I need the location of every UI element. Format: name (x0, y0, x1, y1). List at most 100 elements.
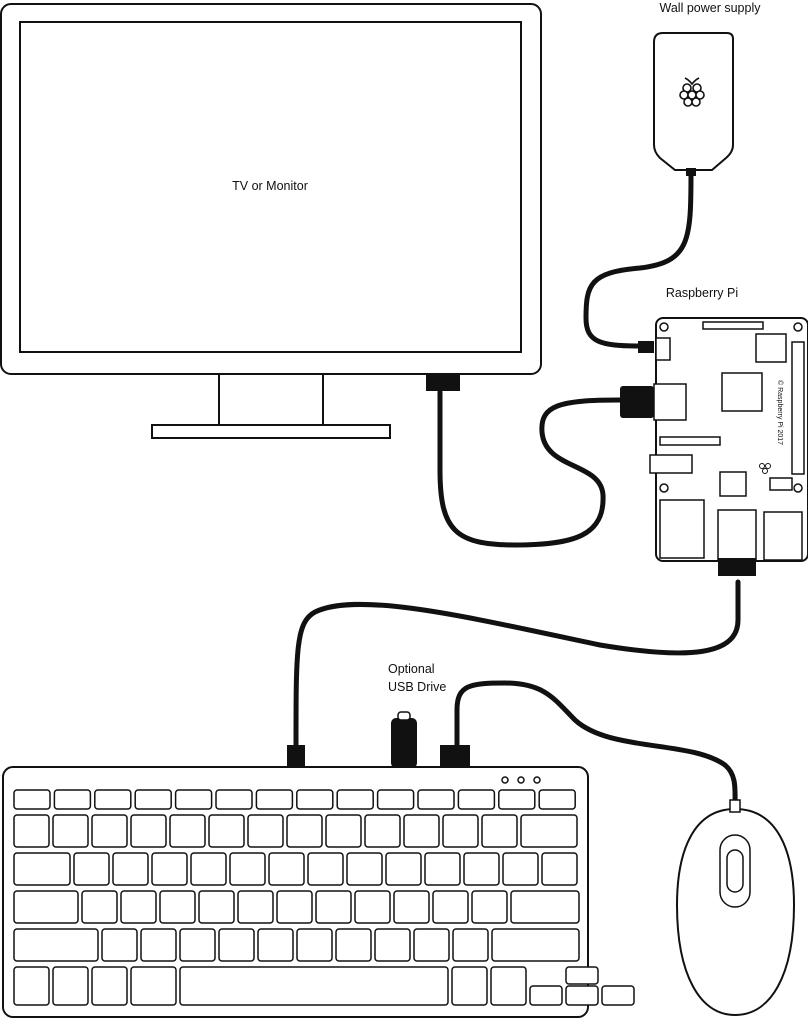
keyboard-key (91, 966, 128, 1006)
keyboard-key (565, 985, 599, 1006)
keyboard-key (276, 890, 313, 924)
keyboard-key (471, 890, 508, 924)
keyboard-key (296, 789, 334, 810)
keyboard-key (81, 890, 118, 924)
keyboard-key (296, 928, 333, 962)
mouse-scroll-wheel (726, 849, 744, 893)
keyboard-key (130, 814, 167, 848)
keyboard-key (13, 890, 79, 924)
chip-small (755, 333, 787, 363)
mounting-hole (659, 483, 669, 493)
camera-connector (659, 436, 721, 446)
keyboard-key (336, 789, 374, 810)
keyboard-key (53, 789, 92, 810)
monitor-base (151, 424, 391, 439)
monitor: TV or Monitor (0, 3, 542, 439)
keyboard-key (442, 814, 479, 848)
keyboard-key (315, 890, 352, 924)
keyboard-key (159, 890, 196, 924)
keyboard-key (452, 928, 489, 962)
keyboard-key (541, 852, 578, 886)
keyboard-key (257, 928, 294, 962)
keyboard-key (91, 814, 128, 848)
keyboard-key (417, 789, 455, 810)
usb-port-2 (763, 511, 803, 561)
keyboard-key (218, 928, 255, 962)
keyboard-led (533, 776, 541, 784)
keyboard-key (432, 890, 469, 924)
keyboard-key (101, 928, 138, 962)
keyboard-key (13, 814, 50, 848)
keyboard-key (393, 890, 430, 924)
board-print: © Raspberry Pi 2017 (776, 380, 784, 445)
hdmi-cable (437, 389, 623, 548)
display-connector (702, 321, 764, 330)
keyboard-usb-plug-left (287, 745, 305, 767)
keyboard-key (179, 966, 449, 1006)
keyboard-key (208, 814, 245, 848)
raspberry-pi-label: Raspberry Pi (666, 286, 738, 300)
power-port (655, 337, 671, 361)
mouse (675, 799, 796, 1017)
keyboard-key (376, 789, 415, 810)
keyboard-key (325, 814, 362, 848)
keyboard-key (538, 789, 576, 810)
soc-chip (721, 372, 763, 412)
keyboard-key (451, 966, 488, 1006)
keyboard-key (13, 966, 50, 1006)
mounting-hole (659, 322, 669, 332)
keyboard-key (481, 814, 518, 848)
keyboard-key (491, 928, 580, 962)
keyboard-key (307, 852, 344, 886)
keyboard-key (134, 789, 172, 810)
keyboard-key (490, 966, 527, 1006)
keyboard-key (520, 814, 578, 848)
keyboard-key (268, 852, 305, 886)
keyboard-key (565, 966, 599, 985)
chip-lan (719, 471, 747, 497)
keyboard-key (198, 890, 235, 924)
keyboard-key (502, 852, 539, 886)
monitor-label: TV or Monitor (232, 179, 308, 193)
power-supply-label: Wall power supply (660, 1, 762, 15)
raspberry-logo-icon (679, 77, 705, 107)
keyboard-key (255, 789, 294, 810)
usb-drive-label-1: Optional (388, 662, 435, 676)
usb-drive-loop (397, 711, 411, 721)
keyboard-key (385, 852, 422, 886)
keyboard-key (13, 928, 99, 962)
mouse-cable (454, 680, 738, 811)
usb-drive-body (391, 718, 417, 768)
keyboard-key (335, 928, 372, 962)
hdmi-port (653, 383, 687, 421)
monitor-screen (19, 21, 522, 353)
keyboard-key (354, 890, 391, 924)
keyboard-key (510, 890, 580, 924)
power-supply: Wall power supply (653, 1, 762, 176)
keyboard-key (529, 985, 563, 1006)
keyboard-key (247, 814, 284, 848)
keyboard-key (140, 928, 177, 962)
hdmi-plug (620, 386, 654, 418)
power-supply-cable-end (686, 168, 696, 176)
usb-drive: Optional USB Drive (388, 662, 446, 768)
keyboard-key (120, 890, 157, 924)
keyboard-key (190, 852, 227, 886)
keyboard-key (498, 789, 536, 810)
keyboard-key (174, 789, 213, 810)
keyboard-key (229, 852, 266, 886)
keyboard-key (13, 789, 51, 810)
keyboard-key (179, 928, 216, 962)
keyboard-key (601, 985, 635, 1006)
keyboard-keys (13, 789, 635, 1006)
mounting-hole (793, 483, 803, 493)
usb-port-1 (717, 509, 757, 561)
keyboard-key (424, 852, 461, 886)
keyboard-key (73, 852, 110, 886)
board-raspberry-icon (759, 463, 771, 474)
keyboard-key (374, 928, 411, 962)
raspberry-pi-board: Raspberry Pi © (620, 286, 808, 576)
gpio-header (791, 341, 805, 475)
